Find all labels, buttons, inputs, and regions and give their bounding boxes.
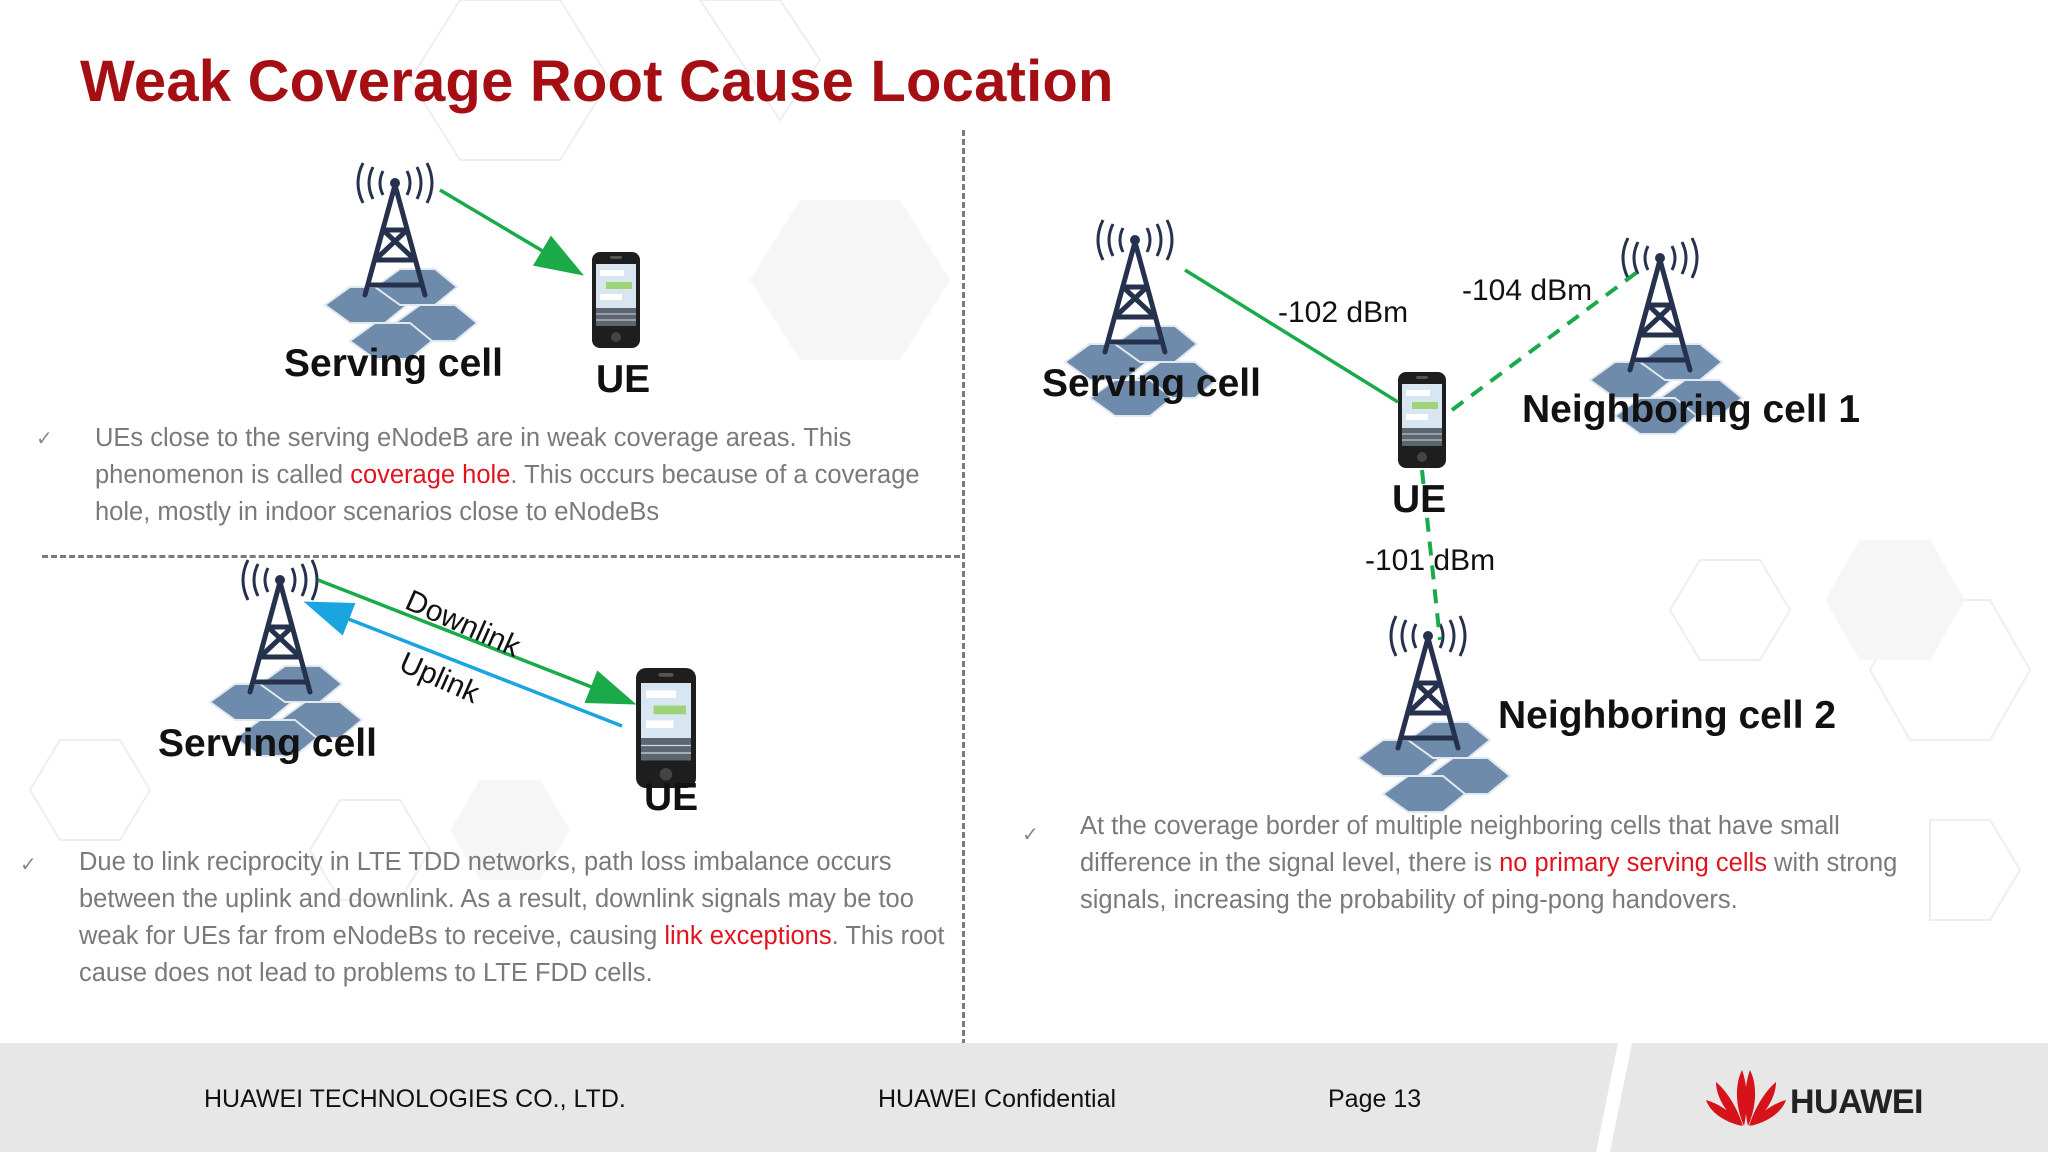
footer-bar	[0, 1043, 2048, 1152]
huawei-logo-icon	[1706, 1070, 1786, 1126]
huawei-logo-text: HUAWEI	[1790, 1083, 1924, 1121]
right-description: At the coverage border of multiple neigh…	[1080, 812, 1898, 914]
footer-company: HUAWEI TECHNOLOGIES CO., LTD.	[204, 1085, 626, 1113]
check-icon: ✓	[1022, 822, 1039, 846]
footer-stripe	[1596, 1043, 1632, 1152]
ue-label: UE	[1392, 478, 1447, 521]
serving-cell-label: Serving cell	[158, 722, 377, 765]
neighbor-1-signal-line	[1450, 268, 1642, 412]
serving-signal-line	[1184, 268, 1399, 404]
highlight-text: link exceptions	[664, 922, 832, 950]
check-icon: ✓	[20, 852, 37, 876]
neighbor-2-signal-line	[1420, 469, 1442, 641]
horizontal-divider	[42, 555, 960, 558]
neighboring-cell-2-label: Neighboring cell 2	[1498, 694, 1837, 737]
ue-phone-icon	[591, 251, 641, 349]
serving-signal-level: -102 dBm	[1278, 296, 1409, 329]
footer-page-number: Page 13	[1328, 1085, 1422, 1113]
neighbor-2-signal-level: -101 dBm	[1365, 544, 1496, 577]
serving-cell-tower-icon	[325, 163, 477, 359]
serving-cell-label: Serving cell	[284, 342, 503, 385]
downlink-arrow	[317, 578, 637, 705]
page-title: Weak Coverage Root Cause Location	[80, 49, 1114, 114]
neighbor-1-signal-level: -104 dBm	[1462, 274, 1593, 307]
ue-label: UE	[596, 358, 651, 401]
footer-confidential: HUAWEI Confidential	[878, 1085, 1117, 1113]
highlight-text: coverage hole	[350, 461, 511, 489]
uplink-arrow	[303, 601, 623, 728]
ue-phone-icon	[635, 667, 697, 789]
highlight-text: no primary serving cells	[1499, 849, 1767, 877]
bottom-left-description: Due to link reciprocity in LTE TDD netwo…	[79, 848, 945, 987]
ue-phone-icon	[1397, 371, 1447, 469]
neighboring-cell-1-label: Neighboring cell 1	[1522, 388, 1861, 431]
vertical-divider	[962, 130, 965, 1045]
coverage-arrow	[439, 188, 585, 276]
serving-cell-label: Serving cell	[1042, 362, 1261, 405]
check-icon: ✓	[36, 426, 53, 450]
ue-label: UE	[644, 776, 699, 819]
top-left-description: UEs close to the serving eNodeB are in w…	[95, 424, 920, 526]
neighboring-cell-2-tower-icon	[1358, 616, 1510, 812]
